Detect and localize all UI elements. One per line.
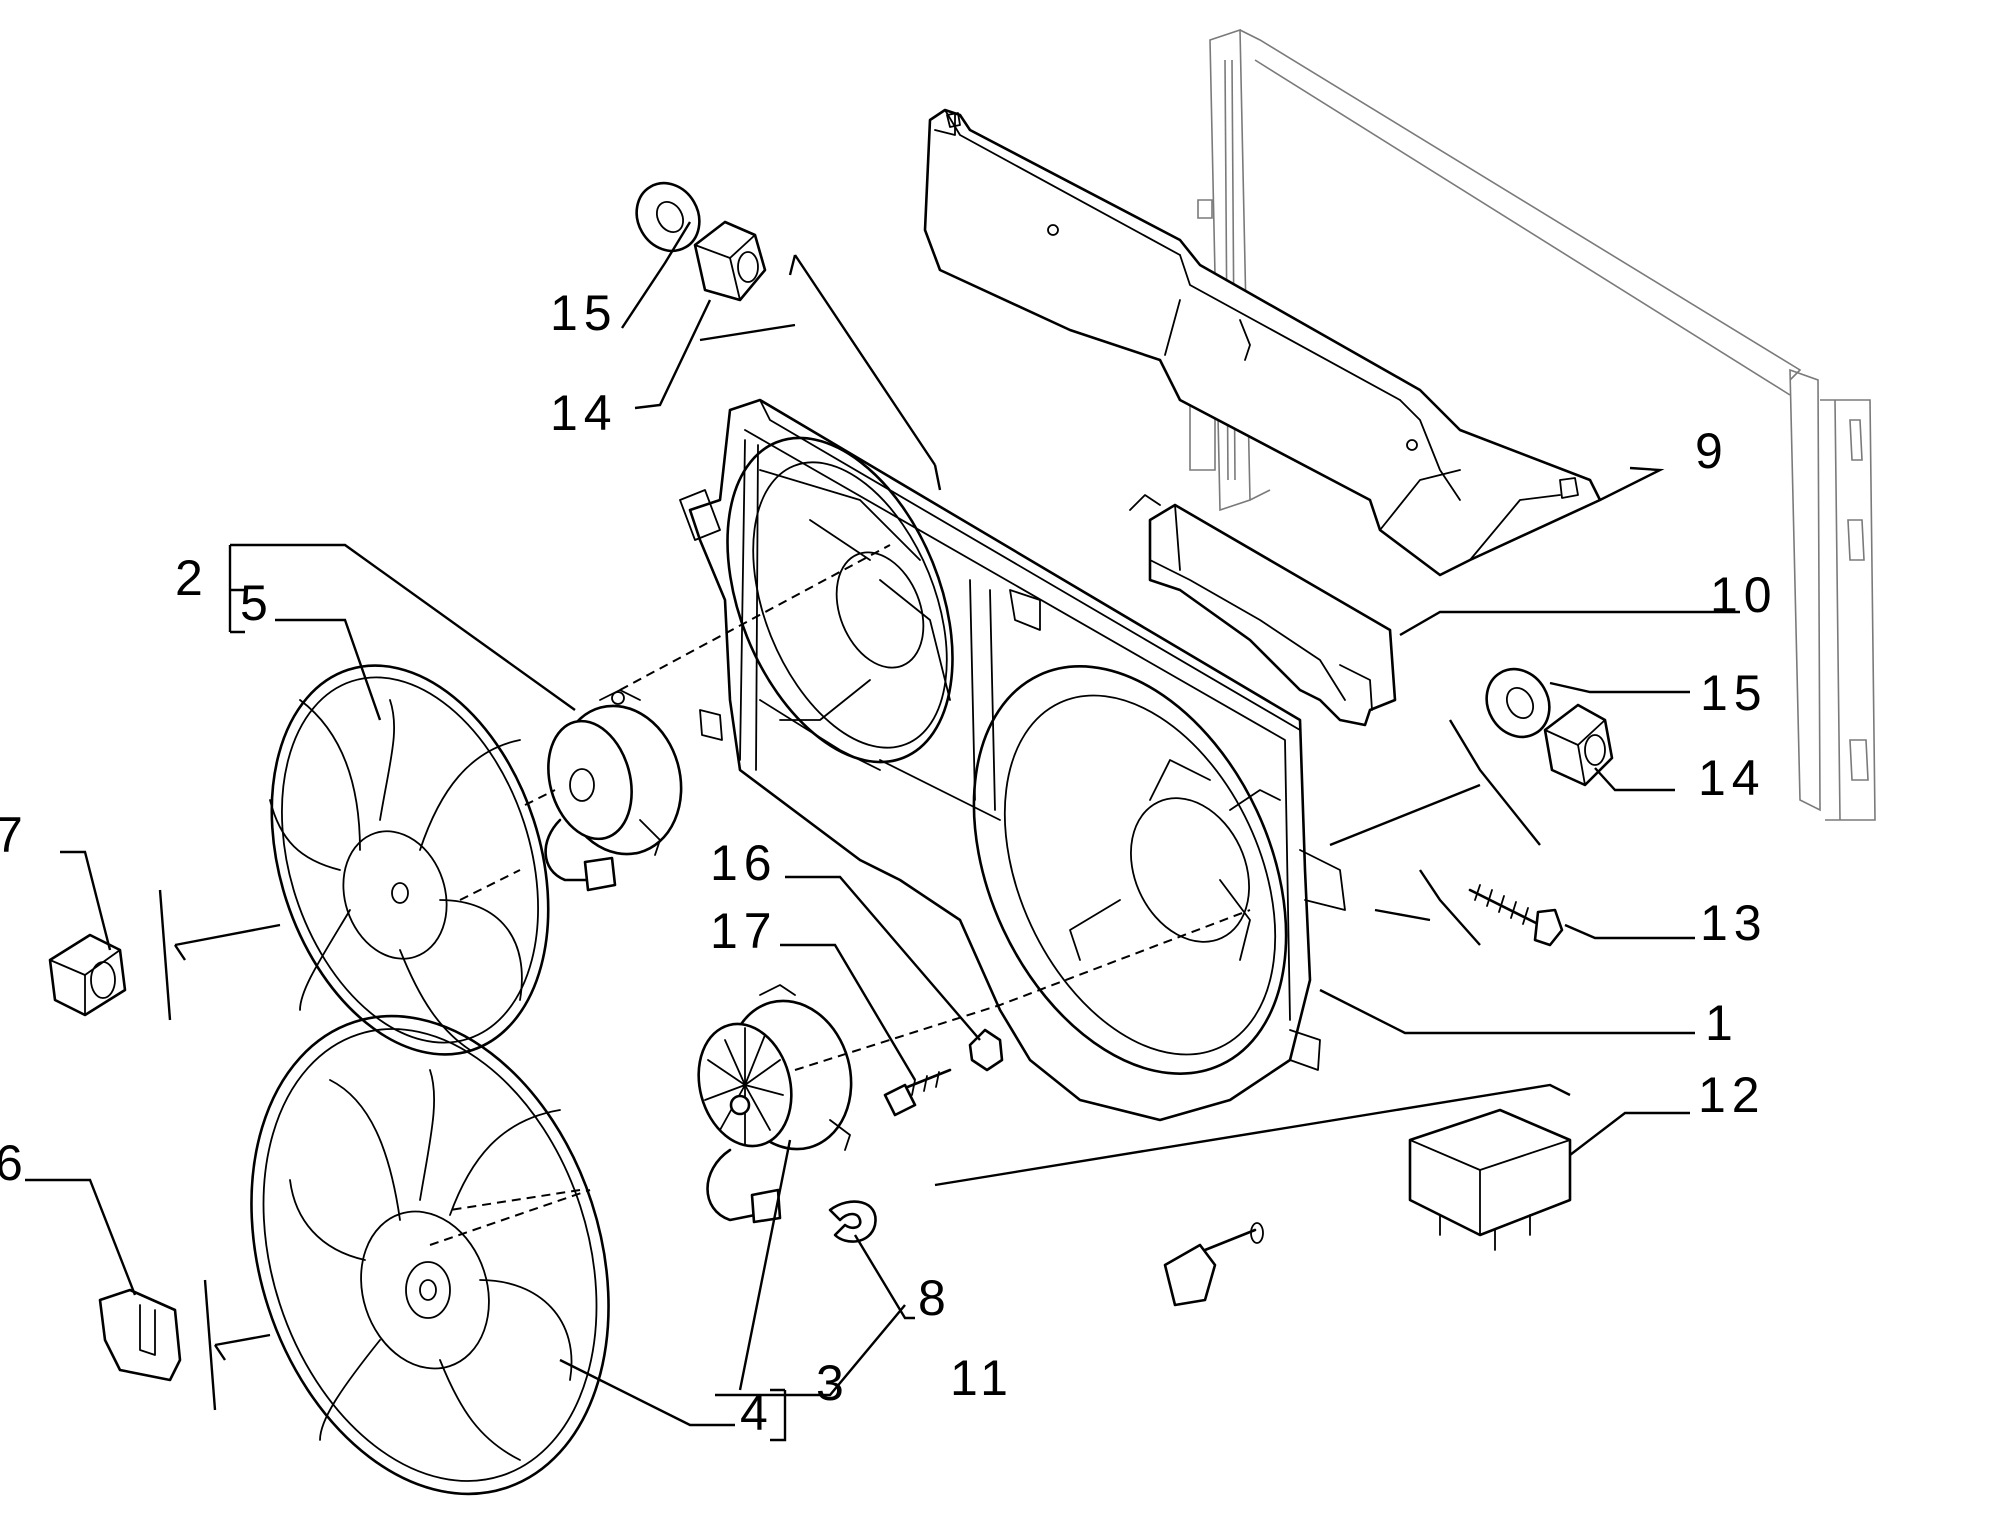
nut-7 bbox=[48, 933, 127, 1017]
label-6: 6 bbox=[0, 1135, 29, 1191]
label-2: 2 bbox=[175, 550, 209, 606]
screw-13 bbox=[1468, 884, 1564, 947]
upper-bracket bbox=[923, 108, 1602, 577]
small-shroud bbox=[1129, 494, 1397, 727]
upper-fan bbox=[269, 664, 550, 1056]
clip-6 bbox=[98, 1288, 182, 1382]
label-4: 4 bbox=[740, 1385, 774, 1441]
label-8: 8 bbox=[918, 1270, 952, 1326]
lower-motor bbox=[697, 984, 853, 1224]
nut-14-upper bbox=[693, 220, 767, 302]
label-3: 3 bbox=[816, 1355, 850, 1411]
nut-14-lower bbox=[1543, 703, 1614, 787]
reference-brackets bbox=[158, 254, 1571, 1411]
washer-15-lower bbox=[1485, 667, 1551, 739]
fan-frame bbox=[679, 398, 1346, 1122]
label-13: 13 bbox=[1700, 895, 1768, 951]
leader-lines bbox=[25, 221, 1740, 1442]
label-1: 1 bbox=[1705, 995, 1739, 1051]
callout-labels: 1 2 3 4 5 6 7 8 9 10 11 12 13 14 14 15 1… bbox=[0, 285, 1778, 1441]
label-15-lower: 15 bbox=[1700, 665, 1768, 721]
radiator bbox=[1189, 28, 1876, 821]
label-14-lower: 14 bbox=[1698, 750, 1766, 806]
label-14-upper: 14 bbox=[550, 385, 618, 441]
clip-8 bbox=[828, 1200, 877, 1243]
assembly-axes bbox=[429, 544, 1251, 1246]
label-7: 7 bbox=[0, 807, 29, 863]
label-12: 12 bbox=[1698, 1067, 1766, 1123]
bolt-17 bbox=[883, 1068, 952, 1117]
label-16: 16 bbox=[710, 835, 778, 891]
label-9: 9 bbox=[1695, 423, 1729, 479]
label-10: 10 bbox=[1710, 567, 1778, 623]
label-17: 17 bbox=[710, 903, 778, 959]
label-11: 11 bbox=[950, 1350, 1014, 1406]
label-15-upper: 15 bbox=[550, 285, 618, 341]
label-5: 5 bbox=[240, 575, 274, 631]
upper-motor bbox=[544, 689, 683, 892]
relay-12 bbox=[1408, 1108, 1572, 1251]
grommet-11 bbox=[1163, 1222, 1264, 1307]
lower-fan bbox=[250, 1014, 610, 1496]
nut-16 bbox=[968, 1028, 1004, 1072]
